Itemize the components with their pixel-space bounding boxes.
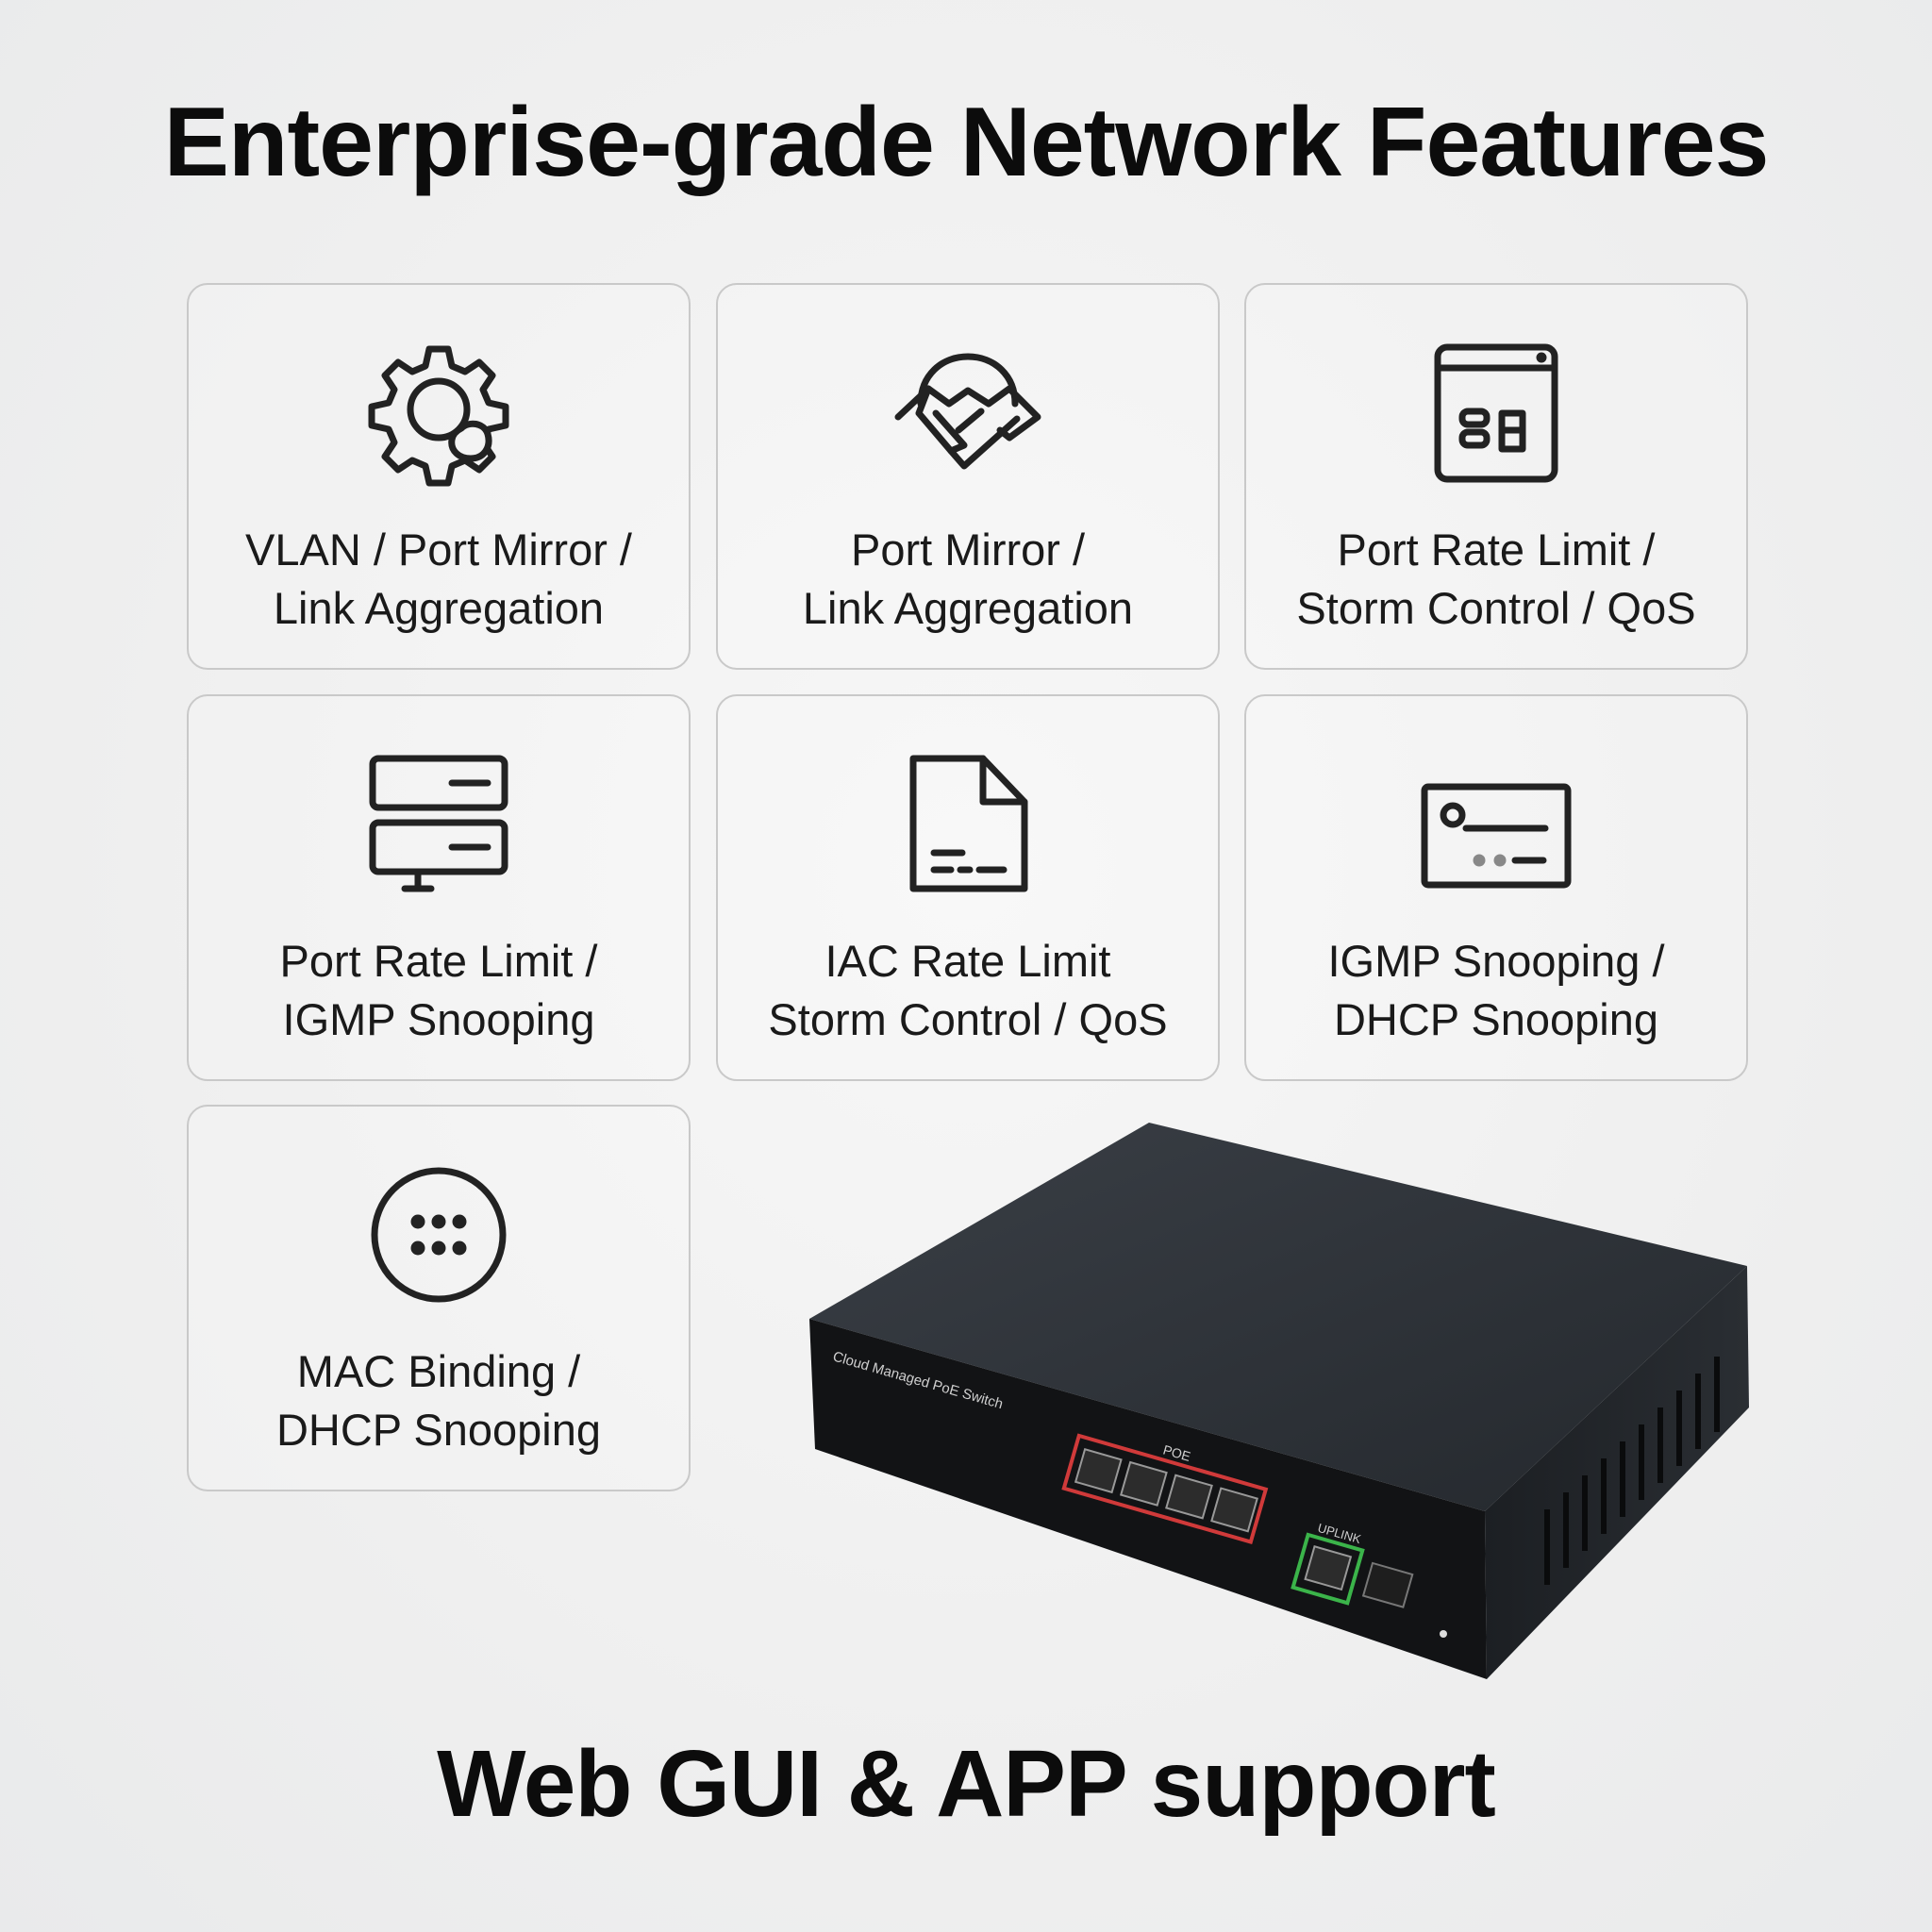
poe-switch-image: Cloud Managed PoE Switch POE UPLINK <box>792 1113 1774 1698</box>
server-stack-icon <box>363 749 514 900</box>
gear-user-icon <box>363 338 514 489</box>
id-card-icon <box>1421 749 1572 900</box>
page-title: Enterprise-grade Network Features <box>163 88 1770 197</box>
feature-card-igmp-rate: Port Rate Limit / IGMP Snooping <box>187 694 691 1081</box>
feature-label-line1: MAC Binding / <box>296 1346 581 1396</box>
feature-label-line1: IGMP Snooping / <box>1327 936 1665 986</box>
feature-label-line1: VLAN / Port Mirror / <box>244 525 632 575</box>
feature-card-igmp-dhcp: IGMP Snooping / DHCP Snooping <box>1244 694 1748 1081</box>
feature-label-line2: Link Aggregation <box>802 583 1134 633</box>
footer-tagline: Web GUI & APP support <box>437 1731 1496 1837</box>
poe-label: POE <box>1161 1441 1192 1464</box>
feature-card-port-mirror: Port Mirror / Link Aggregation <box>716 283 1220 670</box>
cloud-handshake-icon <box>892 338 1043 489</box>
feature-label-line2: DHCP Snooping <box>1333 994 1658 1044</box>
feature-label-line2: DHCP Snooping <box>275 1405 601 1455</box>
feature-label-line1: Port Mirror / <box>850 525 1086 575</box>
feature-label-line1: Port Rate Limit / <box>1337 525 1656 575</box>
document-icon <box>892 749 1043 900</box>
feature-label-line2: Link Aggregation <box>273 583 605 633</box>
feature-label-line2: Storm Control / QoS <box>768 994 1168 1044</box>
feature-card-mac-binding: MAC Binding / DHCP Snooping <box>187 1105 691 1491</box>
feature-card-iac-rate: IAC Rate Limit Storm Control / QoS <box>716 694 1220 1081</box>
feature-card-vlan: VLAN / Port Mirror / Link Aggregation <box>187 283 691 670</box>
browser-window-icon <box>1421 338 1572 489</box>
feature-card-rate-limit-qos: Port Rate Limit / Storm Control / QoS <box>1244 283 1748 670</box>
feature-label-line2: Storm Control / QoS <box>1296 583 1696 633</box>
feature-label-line1: Port Rate Limit / <box>279 936 598 986</box>
dots-circle-icon <box>363 1159 514 1310</box>
feature-label-line1: IAC Rate Limit <box>824 936 1111 986</box>
feature-label-line2: IGMP Snooping <box>282 994 595 1044</box>
